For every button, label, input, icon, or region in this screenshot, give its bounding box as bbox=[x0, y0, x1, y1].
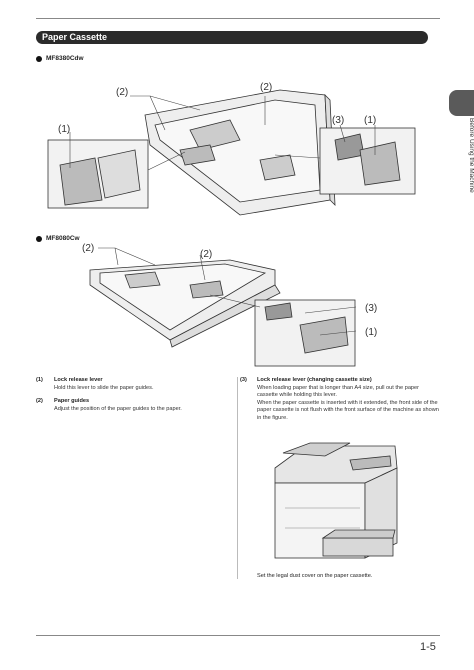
section-title-bar: Paper Cassette bbox=[36, 31, 428, 44]
description-item-3: (3) Lock release lever (changing cassett… bbox=[240, 377, 440, 423]
page-number: 1-5 bbox=[420, 641, 436, 653]
figure-mf8080-cassette: (2) (2) (3) (1) bbox=[82, 243, 377, 367]
figure-printer-extended-cassette bbox=[274, 442, 398, 559]
item-title: Lock release lever bbox=[54, 377, 103, 383]
item-title: Paper guides bbox=[54, 398, 90, 404]
item-text: When the paper cassette is inserted with… bbox=[257, 399, 439, 421]
item-text: Hold this lever to slide the paper guide… bbox=[54, 384, 154, 391]
bullet-icon bbox=[36, 235, 42, 242]
item-text: Adjust the position of the paper guides … bbox=[54, 405, 182, 412]
figure-mf8380-cassette: (2) (2) (1) (3) (1) bbox=[47, 82, 416, 216]
description-item-1: (1) Lock release lever Hold this lever t… bbox=[36, 377, 226, 392]
item-number: (2) bbox=[36, 398, 43, 404]
model-heading-2: MF8080Cw bbox=[36, 235, 80, 242]
top-rule bbox=[36, 18, 440, 19]
callout-label: (2) bbox=[200, 249, 212, 260]
model-name: MF8380Cdw bbox=[46, 55, 84, 62]
callout-label: (2) bbox=[116, 87, 128, 98]
bullet-icon bbox=[36, 55, 42, 62]
model-name: MF8080Cw bbox=[46, 235, 80, 242]
callout-label: (3) bbox=[332, 115, 344, 126]
item-number: (1) bbox=[36, 377, 43, 383]
item-title: Lock release lever (changing cassette si… bbox=[257, 377, 372, 383]
callout-label: (2) bbox=[82, 243, 94, 254]
chapter-tab bbox=[449, 90, 474, 116]
model-heading-1: MF8380Cdw bbox=[36, 55, 84, 62]
callout-label: (1) bbox=[58, 124, 70, 135]
bottom-rule bbox=[36, 635, 440, 636]
item-text: When loading paper that is longer than A… bbox=[257, 384, 420, 399]
chapter-label: Before Using the Machine bbox=[468, 118, 474, 193]
callout-label: (2) bbox=[260, 82, 272, 93]
column-divider bbox=[237, 377, 238, 579]
callout-label: (3) bbox=[365, 303, 377, 314]
description-item-2: (2) Paper guides Adjust the position of … bbox=[36, 398, 226, 413]
item-number: (3) bbox=[240, 377, 247, 383]
callout-label: (1) bbox=[365, 327, 377, 338]
callout-label: (1) bbox=[364, 115, 376, 126]
note-text: Set the legal dust cover on the paper ca… bbox=[257, 573, 373, 579]
